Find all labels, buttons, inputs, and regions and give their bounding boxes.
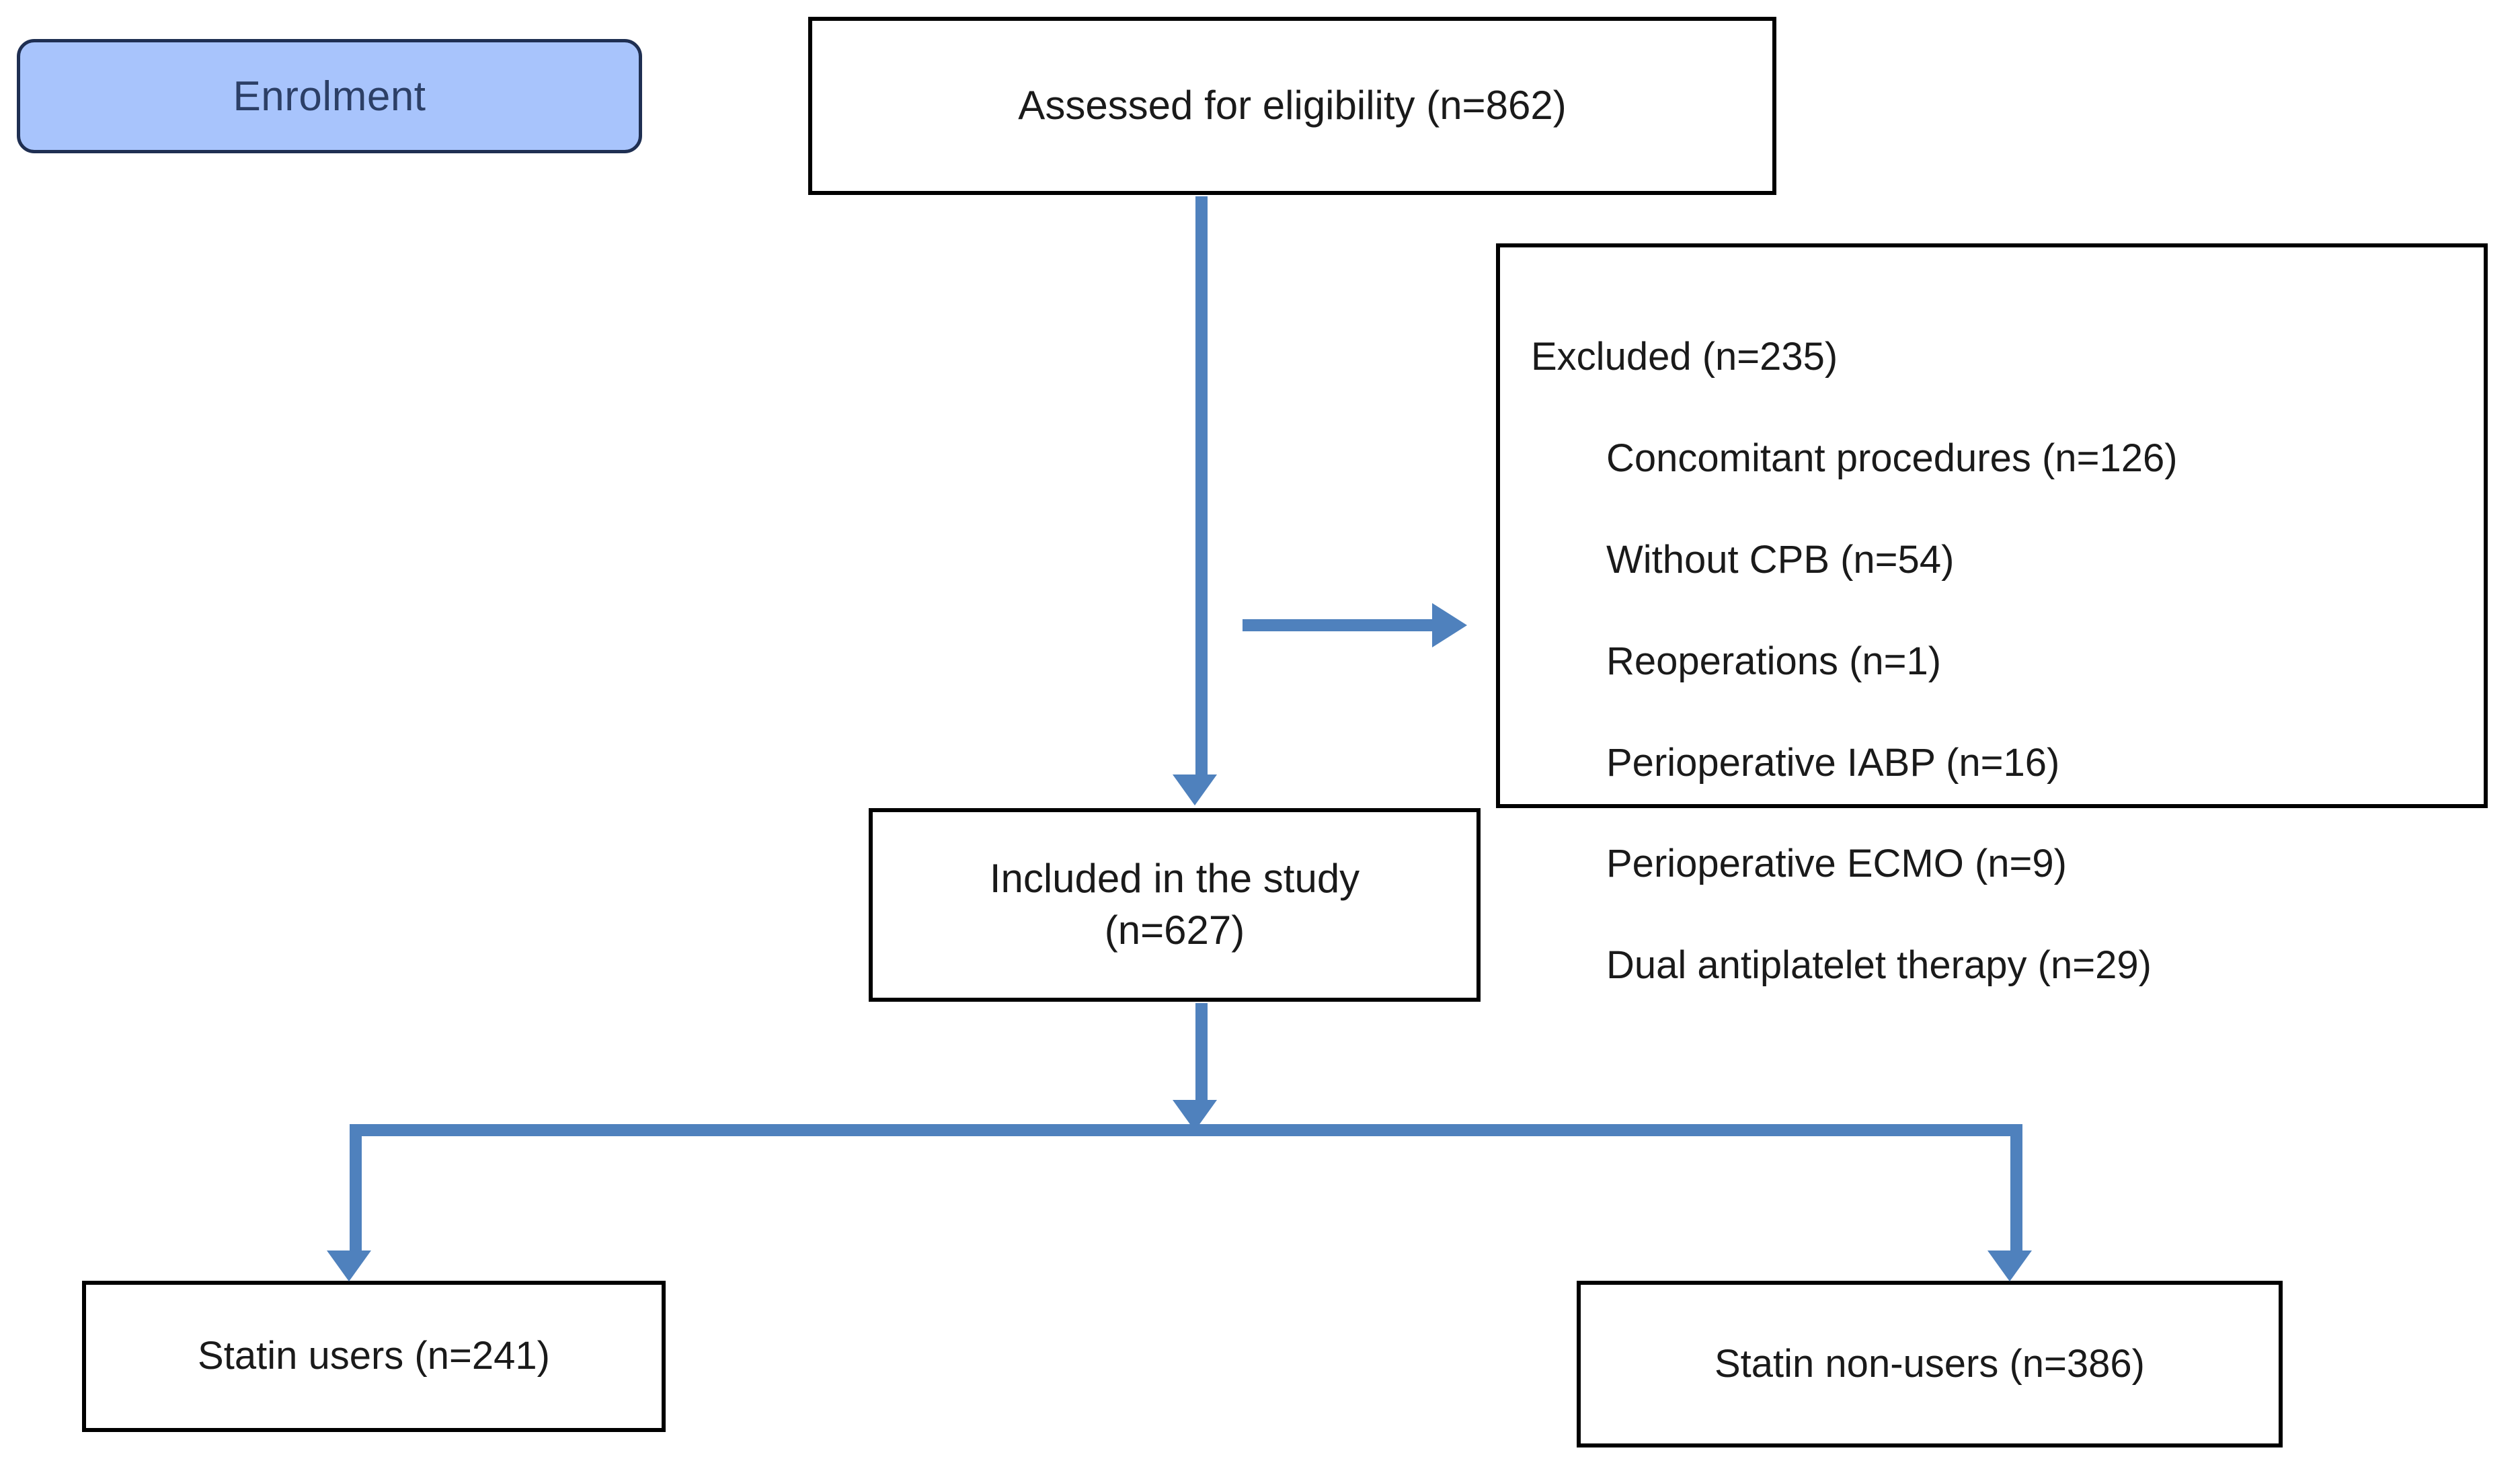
connector-included-to-split (1195, 1003, 1208, 1104)
node-included-in-the-study: Included in the study (n=627) (869, 808, 1481, 1002)
excluded-heading: Excluded (n=235) (1531, 335, 1838, 379)
excluded-item-perioperative-ecmo: Perioperative ECMO (n=9) (1606, 842, 2067, 886)
connector-to-excluded (1243, 619, 1435, 631)
stage-label-enrolment: Enrolment (17, 39, 642, 153)
connector-split-to-statin-users (350, 1124, 362, 1253)
connector-split-bar (350, 1124, 2022, 1136)
excluded-item-dual-antiplatelet-therapy: Dual antiplatelet therapy (n=29) (1606, 943, 2152, 988)
arrowhead-down-to-statin-users-icon (327, 1250, 371, 1281)
node-excluded: Excluded (n=235) Concomitant procedures … (1496, 243, 2488, 987)
node-assessed-for-eligibility: Assessed for eligibility (n=862) (808, 17, 1776, 195)
excluded-item-without-cpb: Without CPB (n=54) (1606, 537, 1955, 582)
connector-assessed-to-included (1195, 196, 1208, 776)
connector-split-to-statin-non-users (2010, 1124, 2022, 1253)
arrowhead-down-to-included-icon (1173, 775, 1217, 805)
node-statin-users: Statin users (n=241) (82, 1281, 666, 1432)
excluded-item-concomitant-procedures: Concomitant procedures (n=126) (1606, 436, 2178, 481)
arrowhead-right-to-excluded-icon (1432, 603, 1467, 647)
excluded-item-perioperative-iabp: Perioperative IABP (n=16) (1606, 740, 2060, 785)
node-statin-non-users: Statin non-users (n=386) (1577, 1281, 2283, 1447)
excluded-item-reoperations: Reoperations (n=1) (1606, 639, 1942, 683)
arrowhead-down-to-statin-non-users-icon (1987, 1250, 2032, 1281)
